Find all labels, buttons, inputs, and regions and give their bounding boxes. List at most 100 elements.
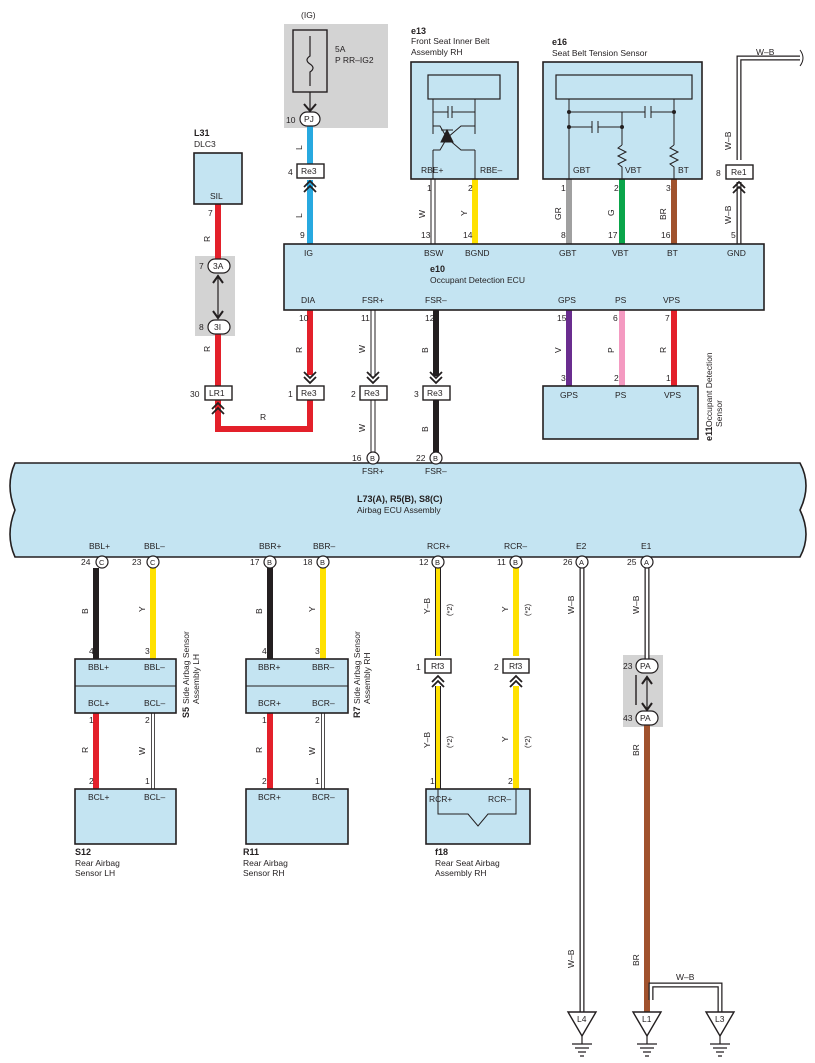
e13-pin1: RBE+ bbox=[421, 165, 443, 175]
diagram-label: 2 bbox=[262, 776, 267, 786]
wl-e1-br-2: BR bbox=[631, 954, 641, 966]
diagram-label: 26 bbox=[563, 557, 573, 567]
e16-name: Seat Belt Tension Sensor bbox=[552, 48, 647, 58]
wl-ps: P bbox=[606, 347, 616, 353]
airbag-top-pin-fsrm: FSR– bbox=[425, 466, 447, 476]
diagram-label: 25 bbox=[627, 557, 637, 567]
connector-lr1: LR1 bbox=[204, 385, 233, 401]
diagram-label: 16 bbox=[352, 453, 362, 463]
wl-e1-br-1: BR bbox=[631, 744, 641, 756]
wl-bclp: R bbox=[80, 747, 90, 753]
diagram-label: L1 bbox=[642, 1014, 652, 1024]
connector-airbag-rcrp: B bbox=[431, 555, 445, 569]
diagram-label: Re3 bbox=[427, 388, 443, 398]
wl-gnd-1: W–B bbox=[723, 131, 733, 150]
e10-bot-pin-fsrp: FSR+ bbox=[362, 295, 384, 305]
airbag-pin-e1: E1 bbox=[641, 541, 652, 551]
fuse-arrow bbox=[303, 103, 317, 113]
diagram-label: 4 bbox=[288, 167, 293, 177]
s5-name1: Side Airbag Sensor bbox=[181, 631, 191, 704]
diagram-label: 10 bbox=[286, 115, 296, 125]
diagram-label: Re1 bbox=[731, 167, 747, 177]
diagram-label: 2 bbox=[614, 183, 619, 193]
wl-rcrp-2: Y–B bbox=[422, 732, 432, 748]
airbag-top-pin-fsrp: FSR+ bbox=[362, 466, 384, 476]
e13-name1: Front Seat Inner Belt bbox=[411, 36, 490, 46]
wl-bsw: W bbox=[417, 210, 427, 218]
e10-top-pin-ig: IG bbox=[304, 248, 313, 258]
wl-bblm: Y bbox=[137, 606, 147, 612]
ground-l1: L1 bbox=[631, 1011, 663, 1057]
wl-dia: R bbox=[294, 347, 304, 353]
diagram-label: 12 bbox=[419, 557, 429, 567]
airbag-pin-bblp: BBL+ bbox=[89, 541, 110, 551]
diagram-label: 11 bbox=[497, 557, 506, 567]
diagram-label: C bbox=[99, 558, 105, 567]
wl-bt: BR bbox=[658, 208, 668, 220]
s12-box bbox=[74, 788, 177, 845]
connector-3i: 3I bbox=[207, 319, 231, 335]
wl-bclm: W bbox=[137, 747, 147, 755]
connector-re1: Re1 bbox=[725, 164, 754, 180]
fuse-header: (IG) bbox=[301, 10, 316, 20]
diagram-label: PJ bbox=[304, 114, 314, 124]
diagram-label: 23 bbox=[132, 557, 142, 567]
connector-airbag-bblm: C bbox=[146, 555, 160, 569]
diagram-label: Rf3 bbox=[509, 661, 523, 671]
diagram-label: 1 bbox=[315, 776, 320, 786]
diagram-label: 7 bbox=[199, 261, 204, 271]
diagram-label: 1 bbox=[427, 183, 432, 193]
f18-code: f18 bbox=[435, 847, 448, 857]
connector-airbag-fsrp: B bbox=[366, 451, 380, 465]
s5-name2: Assembly LH bbox=[191, 654, 201, 704]
diagram-label: 30 bbox=[190, 389, 200, 399]
diagram-label: Re3 bbox=[301, 166, 317, 176]
fuse-area bbox=[284, 24, 388, 128]
diagram-label: 22 bbox=[416, 453, 426, 463]
e11-pin-gps: GPS bbox=[560, 390, 578, 400]
wl-fsrm-1: B bbox=[420, 347, 430, 353]
wl-lr1: R bbox=[260, 412, 266, 422]
e10-top-pin-bt: BT bbox=[667, 248, 678, 258]
diagram-label: 3 bbox=[414, 389, 419, 399]
diagram-label: B bbox=[320, 558, 325, 567]
connector-re3-fsrp: Re3 bbox=[359, 385, 388, 401]
f18-name1: Rear Seat Airbag bbox=[435, 858, 500, 868]
wl-rcrm-note-1: (*2) bbox=[523, 603, 532, 616]
airbag-pin-bbrp: BBR+ bbox=[259, 541, 281, 551]
diagram-label: A bbox=[644, 558, 649, 567]
airbag-title: L73(A), R5(B), S8(C) bbox=[357, 494, 443, 504]
s5-code: S5 bbox=[181, 707, 191, 718]
e11-name2: Sensor bbox=[714, 400, 724, 427]
diagram-label: B bbox=[267, 558, 272, 567]
connector-airbag-rcrm: B bbox=[509, 555, 523, 569]
wl-bgnd: Y bbox=[459, 210, 469, 216]
diagram-label: 11 bbox=[361, 313, 370, 323]
diagram-label: Rf3 bbox=[431, 661, 445, 671]
l31-code: L31 bbox=[194, 128, 210, 138]
diagram-label: 7 bbox=[665, 313, 670, 323]
diagram-label: 13 bbox=[421, 230, 431, 240]
e10-bot-pin-gps: GPS bbox=[558, 295, 576, 305]
wl-rcrp-note-1: (*2) bbox=[445, 603, 454, 616]
diagram-label: 10 bbox=[299, 313, 309, 323]
connector-airbag-fsrm: B bbox=[429, 451, 443, 465]
s5-pin-bblm: BBL– bbox=[144, 662, 165, 672]
s12-name1: Rear Airbag bbox=[75, 858, 120, 868]
l31-box bbox=[193, 152, 243, 205]
diagram-label: 4 bbox=[262, 646, 267, 656]
wl-gnd-2: W–B bbox=[723, 205, 733, 224]
e16-pin3: BT bbox=[678, 165, 689, 175]
e16-code: e16 bbox=[552, 37, 567, 47]
diagram-label: 3 bbox=[666, 183, 671, 193]
e10-name: Occupant Detection ECU bbox=[430, 275, 525, 285]
wl-l3: W–B bbox=[676, 972, 695, 982]
e13-code: e13 bbox=[411, 26, 426, 36]
fuse-rating: 5A bbox=[335, 44, 346, 54]
diagram-label: 8 bbox=[199, 322, 204, 332]
diagram-label: 24 bbox=[81, 557, 91, 567]
e16-pin2: VBT bbox=[625, 165, 642, 175]
diagram-label: 1 bbox=[89, 715, 94, 725]
wl-gbt: GR bbox=[553, 207, 563, 220]
connector-re3-ig: Re3 bbox=[296, 163, 325, 179]
